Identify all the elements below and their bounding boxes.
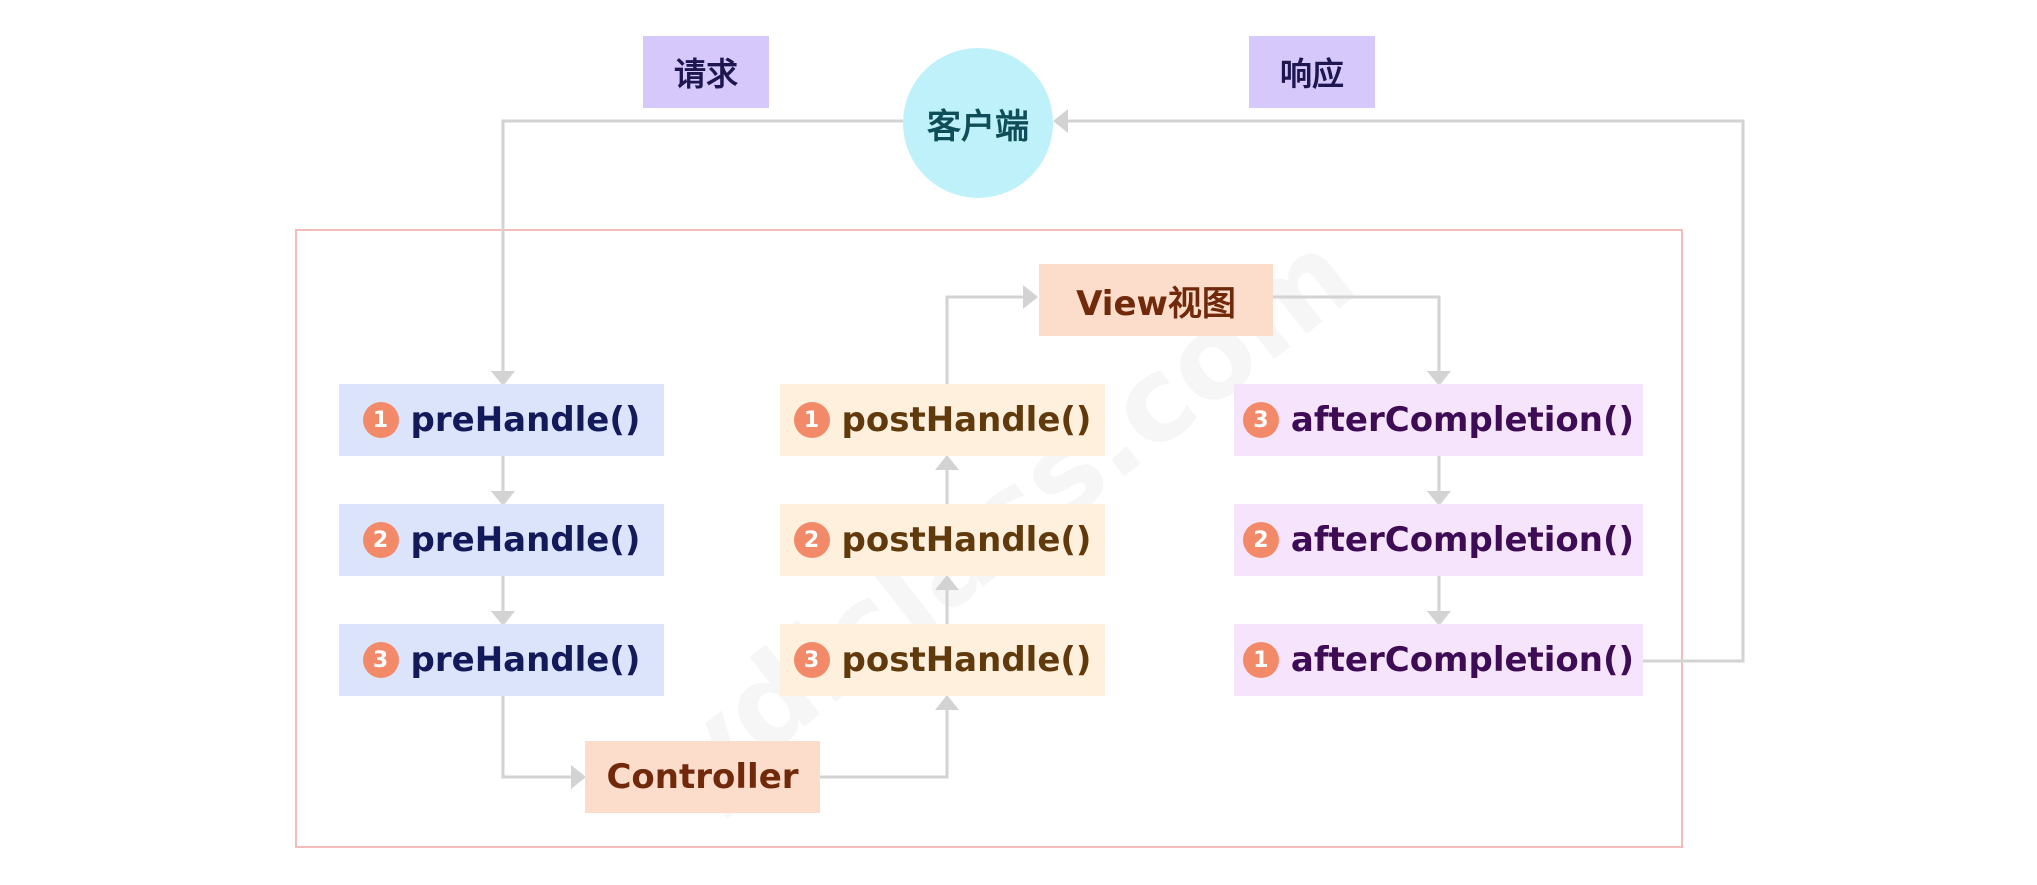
posthandle-node-2: 2 postHandle() bbox=[780, 504, 1105, 576]
aftercompletion-label: afterCompletion() bbox=[1290, 400, 1635, 440]
pre3-to-controller bbox=[501, 696, 573, 779]
posthandle-node-3: 3 postHandle() bbox=[780, 624, 1105, 696]
posthandle-node-1: 1 postHandle() bbox=[780, 384, 1105, 456]
step-number-badge: 1 bbox=[793, 402, 830, 438]
aftercompletion-label: afterCompletion() bbox=[1290, 640, 1635, 680]
arrowhead-post2 bbox=[935, 575, 959, 590]
response-line bbox=[1063, 119, 1745, 663]
prehandle-node-3: 3 preHandle() bbox=[339, 624, 664, 696]
interceptor-chain-frame bbox=[295, 229, 1683, 848]
request-label: 请求 bbox=[643, 36, 769, 108]
step-number-badge: 3 bbox=[1242, 402, 1279, 438]
arrowhead-client bbox=[1053, 109, 1068, 133]
step-number-badge: 3 bbox=[362, 642, 399, 678]
prehandle-node-1: 1 preHandle() bbox=[339, 384, 664, 456]
controller-to-post3 bbox=[820, 707, 949, 779]
arrowhead-after3 bbox=[1427, 371, 1451, 386]
step-number-badge: 2 bbox=[362, 522, 399, 558]
posthandle-label: postHandle() bbox=[841, 640, 1092, 680]
aftercompletion-node-1: 3 afterCompletion() bbox=[1234, 384, 1643, 456]
aftercompletion-label: afterCompletion() bbox=[1290, 520, 1635, 560]
step-number-badge: 2 bbox=[793, 522, 830, 558]
step-number-badge: 1 bbox=[1242, 642, 1279, 678]
view-to-after3 bbox=[1272, 295, 1441, 374]
posthandle-label: postHandle() bbox=[841, 520, 1092, 560]
prehandle-node-2: 2 preHandle() bbox=[339, 504, 664, 576]
step-number-badge: 1 bbox=[362, 402, 399, 438]
aftercompletion-node-2: 2 afterCompletion() bbox=[1234, 504, 1643, 576]
arrowhead-post1 bbox=[935, 455, 959, 470]
arrowhead-pre3 bbox=[491, 611, 515, 626]
step-number-badge: 3 bbox=[793, 642, 830, 678]
arrowhead-view bbox=[1023, 285, 1038, 309]
post1-to-view bbox=[945, 295, 1023, 384]
aftercompletion-node-3: 1 afterCompletion() bbox=[1234, 624, 1643, 696]
prehandle-label: preHandle() bbox=[410, 520, 641, 560]
request-line bbox=[501, 119, 903, 374]
prehandle-label: preHandle() bbox=[410, 400, 641, 440]
client-node: 客户端 bbox=[903, 48, 1053, 198]
arrowhead-after2 bbox=[1427, 491, 1451, 506]
arrowhead-pre2 bbox=[491, 491, 515, 506]
controller-node: Controller bbox=[585, 741, 820, 813]
posthandle-label: postHandle() bbox=[841, 400, 1092, 440]
prehandle-label: preHandle() bbox=[410, 640, 641, 680]
response-label: 响应 bbox=[1249, 36, 1375, 108]
arrowhead-pre1 bbox=[491, 371, 515, 386]
view-node: View视图 bbox=[1039, 264, 1273, 336]
step-number-badge: 2 bbox=[1242, 522, 1279, 558]
arrowhead-controller bbox=[571, 765, 586, 789]
arrowhead-post3 bbox=[935, 695, 959, 710]
arrowhead-after1 bbox=[1427, 611, 1451, 626]
